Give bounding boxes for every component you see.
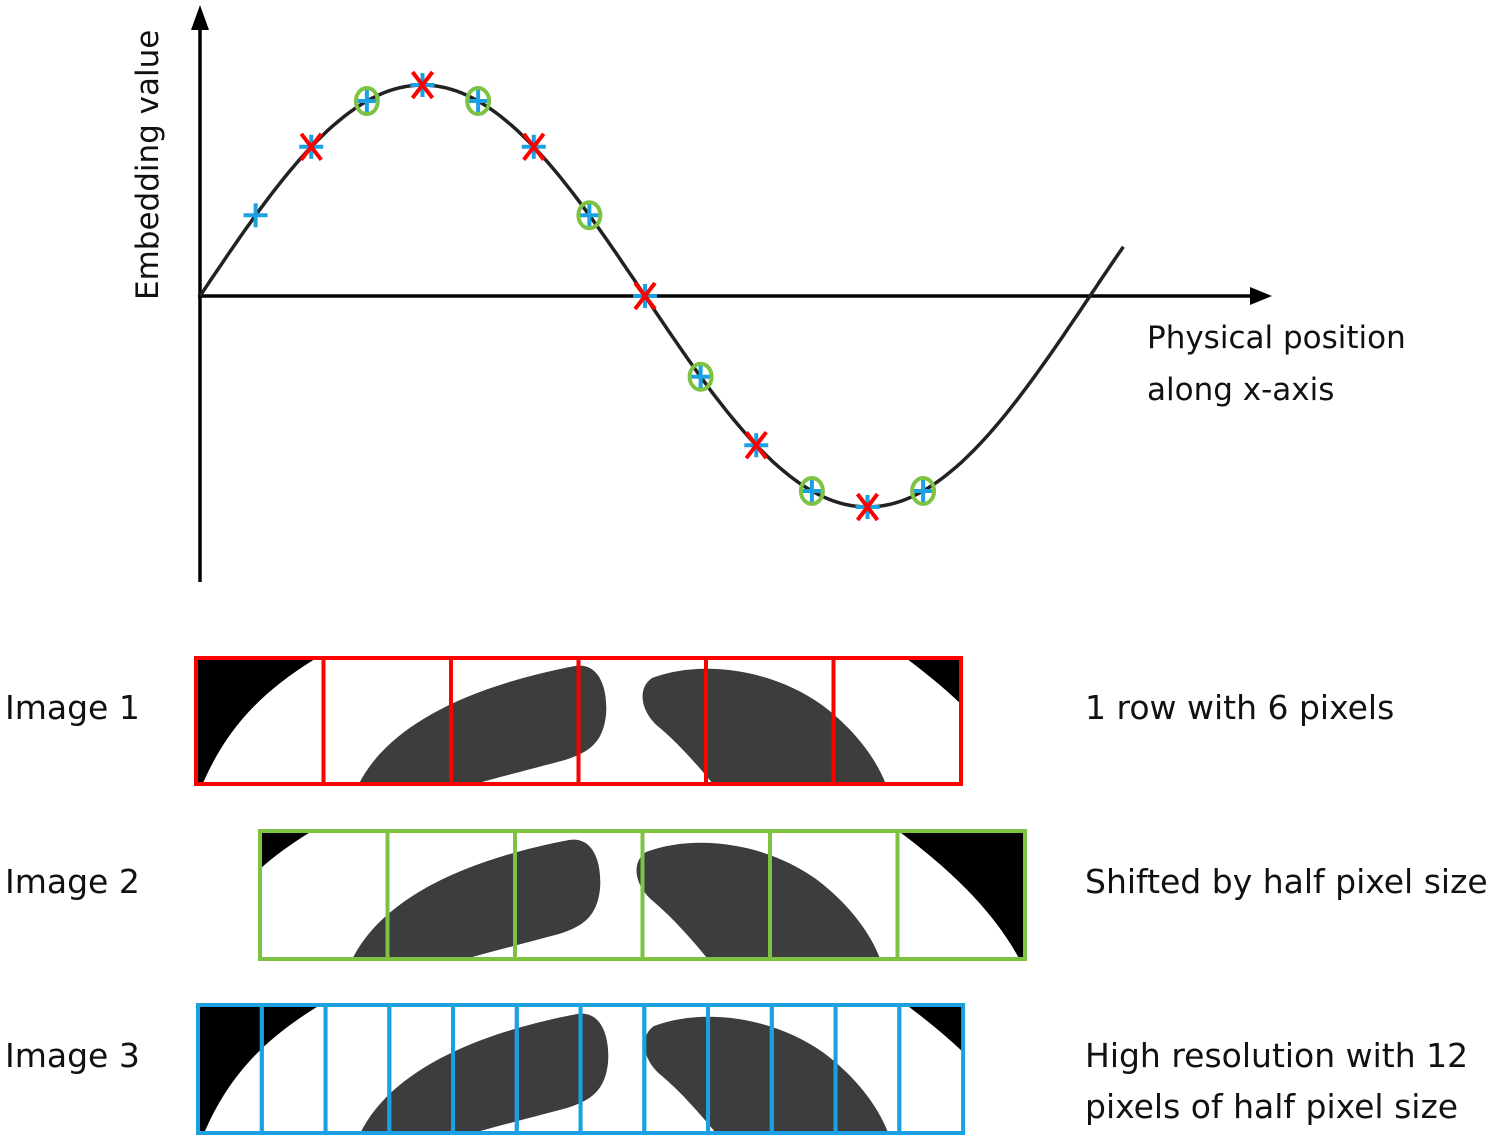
- x-axis-arrowhead: [1250, 287, 1272, 305]
- image-1-strip: [194, 656, 963, 786]
- x-axis-title-line1: Physical position: [1147, 320, 1406, 356]
- image-1-description: 1 row with 6 pixels: [1085, 688, 1395, 727]
- x-marker: [744, 430, 768, 460]
- plus-marker: [466, 89, 491, 114]
- image-3-label: Image 3: [5, 1036, 140, 1075]
- plus-marker: [911, 478, 936, 503]
- o-marker: [465, 86, 492, 117]
- x-marker: [299, 132, 323, 162]
- o-marker: [576, 200, 603, 231]
- pixel-cell: [831, 656, 963, 786]
- pixel-cell: [897, 1003, 966, 1135]
- x-axis-title-line2: along x-axis: [1147, 372, 1335, 408]
- image-2-description: Shifted by half pixel size: [1085, 862, 1488, 901]
- plus-marker: [688, 364, 713, 389]
- image-2-strip: [258, 829, 1027, 961]
- plus-marker: [354, 89, 379, 114]
- image-2-pixel-grid: [258, 829, 1027, 961]
- x-marker: [410, 70, 435, 100]
- x-marker: [855, 492, 880, 522]
- image-2-label: Image 2: [5, 862, 140, 901]
- o-marker: [798, 475, 825, 506]
- image-3-description-line2: pixels of half pixel size: [1085, 1087, 1459, 1126]
- pixel-cell: [895, 829, 1027, 961]
- image-1-label: Image 1: [5, 688, 140, 727]
- image-3-description-line1: High resolution with 12: [1085, 1036, 1469, 1075]
- o-marker: [353, 86, 380, 117]
- x-marker: [633, 281, 657, 311]
- sample-markers: [243, 70, 937, 522]
- image-3-strip: [196, 1003, 966, 1135]
- plus-marker: [799, 478, 824, 503]
- x-marker: [522, 132, 546, 162]
- sine-curve: [198, 83, 1125, 509]
- y-axis-arrowhead: [191, 5, 209, 30]
- o-marker: [910, 475, 937, 506]
- image-1-pixel-grid: [194, 656, 963, 786]
- plus-marker: [243, 203, 268, 228]
- y-axis-title: Embedding value: [130, 29, 166, 300]
- o-marker: [687, 361, 714, 392]
- plus-marker: [577, 203, 602, 228]
- image-3-pixel-grid: [196, 1003, 966, 1135]
